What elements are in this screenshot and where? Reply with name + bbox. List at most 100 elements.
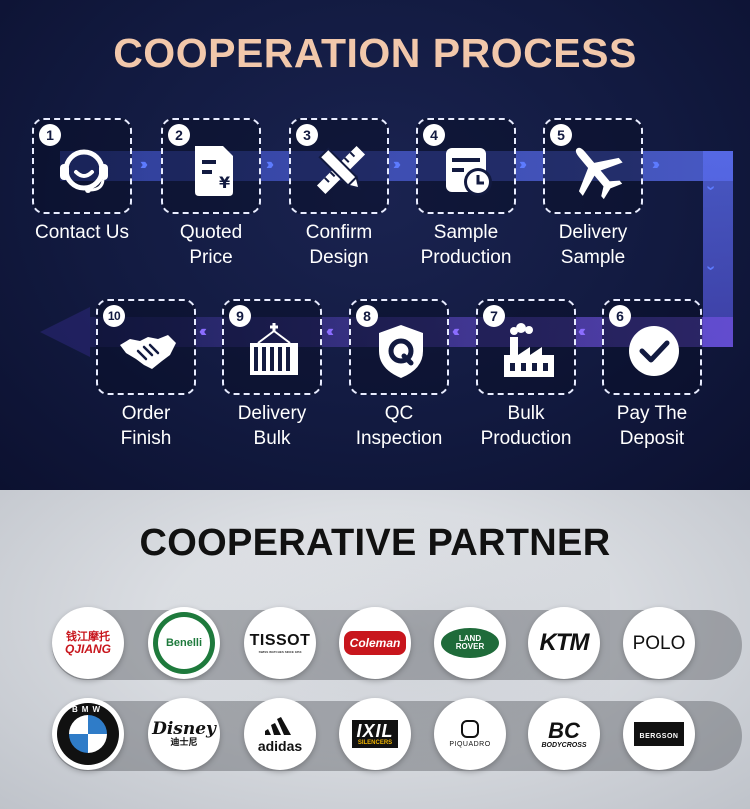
- step-label-line1: Quoted: [179, 222, 243, 243]
- step-confirm-design: 3 Confirm Design: [274, 118, 404, 270]
- step-bulk-production: 7 Bulk Production: [461, 299, 591, 451]
- logo-name: Benelli: [165, 636, 203, 649]
- step-delivery-sample: 5 Delivery Sample: [528, 118, 658, 270]
- step-order-finish: 10 Order Finish: [81, 299, 211, 451]
- chevron-down-icon: ›: [702, 265, 720, 267]
- step-label-line2: Production: [420, 247, 512, 268]
- step-number: 1: [39, 124, 61, 146]
- partner-logo-bmw: BMW: [52, 698, 124, 770]
- logo-sub: BODYCROSS: [541, 741, 587, 749]
- step-label-line1: QC: [384, 403, 414, 424]
- step-box: 2 ¥: [161, 118, 261, 214]
- step-label-line1: Contact Us: [35, 222, 129, 243]
- coleman-badge: Coleman: [343, 631, 407, 655]
- step-box: 5: [543, 118, 643, 214]
- step-number: 10: [103, 305, 125, 327]
- step-label: Quoted Price: [146, 220, 276, 270]
- bmw-roundel: BMW: [57, 703, 119, 765]
- logo-name: POLO: [632, 632, 686, 654]
- partner-logo-disney: Disney 迪士尼: [148, 698, 220, 770]
- step-label-line2: Finish: [120, 428, 172, 449]
- logo-text: PIQUADRO: [449, 720, 490, 748]
- logo-name: TISSOT: [249, 631, 311, 649]
- step-label: Delivery Sample: [528, 220, 658, 270]
- flow-arrow-left-icon: [40, 307, 90, 357]
- step-label: QC Inspection: [334, 401, 464, 451]
- adidas-stripes-icon: [264, 717, 291, 735]
- step-number: 6: [609, 305, 631, 327]
- step-number: 7: [483, 305, 505, 327]
- logo-text: BC BODYCROSS: [541, 717, 587, 749]
- logo-text: 钱江摩托 QJIANG: [64, 630, 111, 656]
- step-number: 2: [168, 124, 190, 146]
- logo-text: TISSOT SWISS WATCHES SINCE 1853: [249, 631, 311, 654]
- partners-title: COOPERATIVE PARTNER: [139, 522, 611, 564]
- step-number: 3: [296, 124, 318, 146]
- step-label-line2: Price: [189, 247, 233, 268]
- step-number: 9: [229, 305, 251, 327]
- logo-name: BERGSON: [639, 733, 679, 740]
- step-number: 4: [423, 124, 445, 146]
- logo-sub: SWISS WATCHES SINCE 1853: [258, 649, 302, 654]
- step-pay-the-deposit: 6 Pay The Deposit: [587, 299, 717, 451]
- logo-text: Disney 迪士尼: [152, 721, 216, 747]
- logo-name: adidas: [257, 738, 303, 754]
- step-label: Contact Us: [17, 220, 147, 245]
- logo-name: KTM: [539, 629, 590, 656]
- logo-name: QJIANG: [64, 641, 111, 656]
- logo-name: BMW: [72, 705, 104, 714]
- step-label-line1: Delivery: [237, 403, 307, 424]
- step-box: 6: [602, 299, 702, 395]
- flow-band-right: [703, 151, 733, 347]
- step-box: 3: [289, 118, 389, 214]
- step-label: Order Finish: [81, 401, 211, 451]
- handshake-icon: [120, 335, 176, 369]
- cooperation-process-section: COOPERATION PROCESS ››› ››› ››› ››› ››› …: [0, 0, 750, 490]
- step-box: 10: [96, 299, 196, 395]
- bergson-badge: BERGSON: [633, 722, 685, 746]
- step-label-line2: Bulk: [253, 428, 291, 449]
- benelli-inner: Benelli: [158, 617, 210, 669]
- partner-logo-qjiang: 钱江摩托 QJIANG: [52, 607, 124, 679]
- piquadro-mark-icon: [461, 720, 479, 738]
- logo-sub: 迪士尼: [170, 737, 198, 747]
- shipping-container-icon: [250, 323, 298, 375]
- step-box: 4: [416, 118, 516, 214]
- step-quoted-price: 2 ¥ Quoted Price: [146, 118, 276, 270]
- logo-name: IXIL: [356, 721, 394, 741]
- benelli-badge: Benelli: [153, 612, 215, 674]
- partner-logo-benelli: Benelli: [148, 607, 220, 679]
- partner-logo-bodycross: BC BODYCROSS: [528, 698, 600, 770]
- headset-support-icon: [60, 149, 108, 193]
- step-label-line1: Order: [121, 403, 171, 424]
- calendar-clock-icon: [446, 148, 492, 196]
- step-label-line2: Inspection: [355, 428, 443, 449]
- logo-name: Disney: [152, 719, 216, 739]
- process-title: COOPERATION PROCESS: [113, 30, 637, 76]
- step-label: Sample Production: [401, 220, 531, 270]
- land-rover-oval: LAND ROVER: [441, 628, 499, 658]
- shield-q-icon: [379, 325, 423, 378]
- logo-text: IXIL SILENCERS: [352, 720, 398, 748]
- price-document-icon: ¥: [195, 146, 233, 196]
- partner-logo-tissot: TISSOT SWISS WATCHES SINCE 1853: [244, 607, 316, 679]
- checkmark-circle-icon: [629, 326, 679, 376]
- step-label-line2: Sample: [560, 247, 626, 268]
- partner-logo-coleman: Coleman: [339, 607, 411, 679]
- logo-sub: 钱江摩托: [65, 630, 110, 643]
- step-label: Bulk Production: [461, 401, 591, 451]
- partner-logo-ktm: KTM: [528, 607, 600, 679]
- step-contact-us: 1 Contact Us: [17, 118, 147, 245]
- step-label: Delivery Bulk: [207, 401, 337, 451]
- step-label-line2: Design: [309, 247, 369, 268]
- airplane-icon: [575, 147, 623, 200]
- partner-logo-bergson: BERGSON: [623, 698, 695, 770]
- factory-icon: [504, 323, 554, 377]
- partner-logo-adidas: adidas: [244, 698, 316, 770]
- logo-name: BC: [548, 717, 580, 743]
- partner-logo-piquadro: PIQUADRO: [434, 698, 506, 770]
- step-qc-inspection: 8 QC Inspection: [334, 299, 464, 451]
- step-box: 9: [222, 299, 322, 395]
- step-label-line1: Confirm: [305, 222, 373, 243]
- step-box: 8: [349, 299, 449, 395]
